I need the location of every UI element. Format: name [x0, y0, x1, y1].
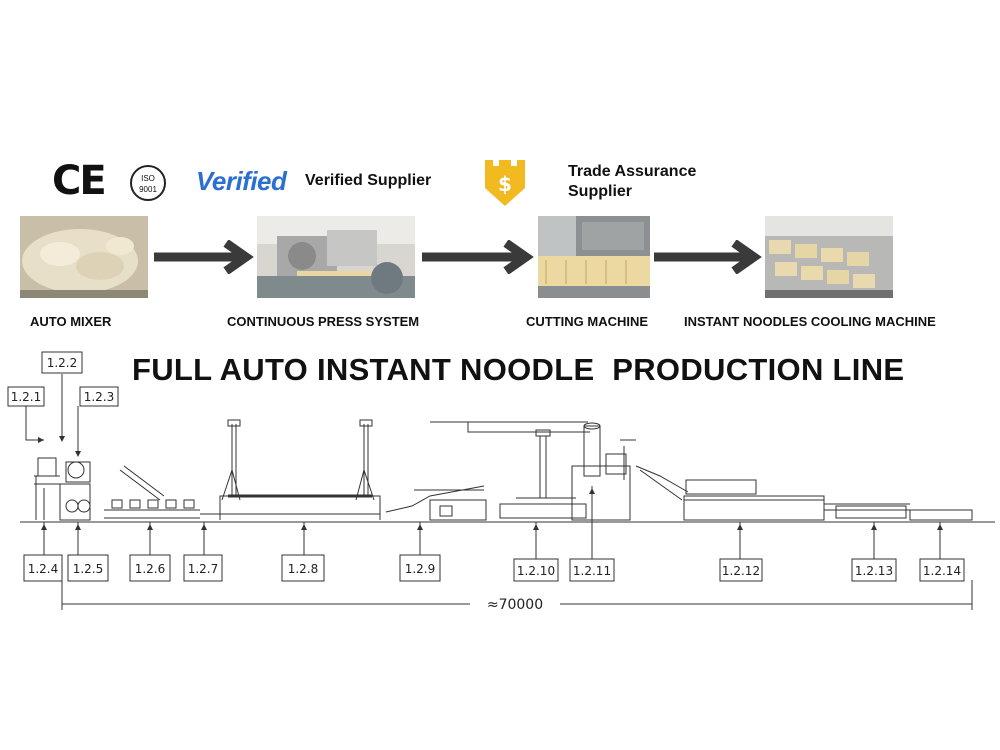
step-label-continuous-press: CONTINUOUS PRESS SYSTEM [227, 314, 420, 329]
label-1-2-12: 1.2.12 [722, 564, 760, 578]
trade-assurance-text: Trade Assurance Supplier [568, 162, 696, 202]
verified-logo: Verified [196, 166, 287, 196]
label-1-2-1: 1.2.1 [11, 390, 42, 404]
step-label-cooling-machine: INSTANT NOODLES COOLING MACHINE [684, 314, 936, 329]
label-1-2-5: 1.2.5 [73, 562, 104, 576]
continuous-press-photo [257, 216, 415, 298]
label-1-2-7: 1.2.7 [188, 562, 219, 576]
label-1-2-6: 1.2.6 [135, 562, 166, 576]
trade-assurance-line2: Supplier [568, 183, 633, 200]
trade-assurance-line1: Trade Assurance [568, 163, 697, 180]
label-1-2-10: 1.2.10 [517, 564, 555, 578]
iso-9001-logo: ISO 9001 [130, 165, 166, 201]
step-label-auto-mixer: AUTO MIXER [30, 314, 112, 329]
dollar-shield-icon: $ [485, 160, 525, 206]
label-1-2-14: 1.2.14 [923, 564, 961, 578]
production-line-diagram: 1.2.1 1.2.2 1.2.3 1.2.4 1.2.5 1.2.6 1.2.… [7, 351, 995, 613]
oil-tank-frame [571, 465, 631, 521]
verified-supplier-text: Verified Supplier [305, 172, 432, 189]
label-1-2-4: 1.2.4 [28, 562, 59, 576]
fryer-tank [499, 503, 587, 519]
cutting-machine-photo [538, 216, 650, 298]
ce-mark-logo: CE [52, 158, 107, 204]
auto-mixer-photo [20, 216, 148, 298]
overall-length-dimension: ≈70000 [487, 597, 543, 613]
label-1-2-2: 1.2.2 [47, 356, 78, 370]
label-1-2-11: 1.2.11 [573, 564, 611, 578]
svg-text:$: $ [498, 172, 512, 196]
cooling-machine-photo [765, 216, 893, 298]
page-title: FULL AUTO INSTANT NOODLE PRODUCTION LINE [132, 352, 905, 387]
label-1-2-9: 1.2.9 [405, 562, 436, 576]
arrow-right-icon [422, 240, 534, 274]
arrow-right-icon [154, 240, 254, 274]
arrow-right-icon [654, 240, 762, 274]
label-1-2-3: 1.2.3 [84, 390, 115, 404]
mixer-unit [37, 457, 57, 477]
step-label-cutting-machine: CUTTING MACHINE [526, 314, 649, 329]
cooler-frame [683, 495, 825, 521]
label-1-2-13: 1.2.13 [855, 564, 893, 578]
label-1-2-8: 1.2.8 [288, 562, 319, 576]
